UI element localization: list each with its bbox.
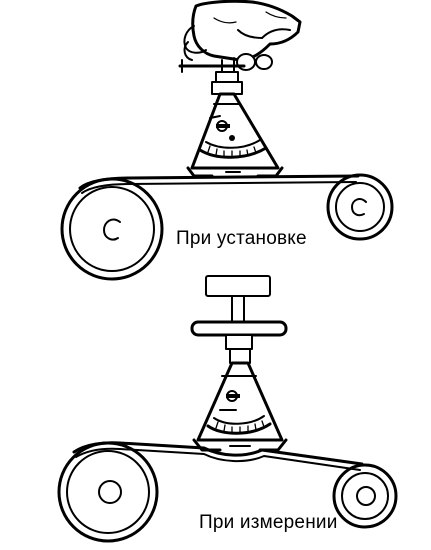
top-panel bbox=[60, 0, 394, 281]
caption-measure: При измерении bbox=[199, 512, 338, 533]
small-pulley-top bbox=[326, 173, 394, 241]
belt-bottom bbox=[72, 441, 364, 471]
large-pulley-top bbox=[60, 177, 164, 281]
bottom-panel bbox=[57, 275, 398, 543]
dial-ticks bbox=[215, 420, 265, 434]
tension-gauge-bottom bbox=[192, 361, 288, 452]
belt-top bbox=[78, 174, 360, 194]
tension-gauge-top bbox=[186, 71, 284, 178]
t-handle bbox=[190, 275, 288, 364]
caption-install: При установке bbox=[176, 228, 307, 249]
dial-ticks bbox=[207, 145, 257, 158]
large-pulley-bottom bbox=[57, 441, 159, 543]
small-pulley-bottom bbox=[332, 463, 398, 529]
hand-illustration bbox=[178, 0, 302, 77]
